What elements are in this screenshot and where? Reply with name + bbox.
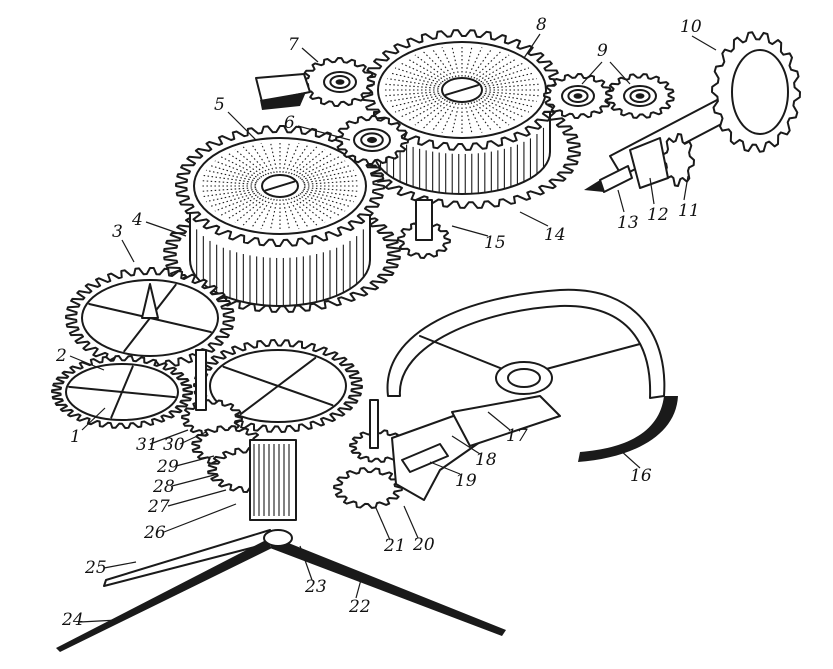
label-6: 6 xyxy=(284,113,295,133)
label-21: 21 xyxy=(383,536,406,556)
leader-8 xyxy=(523,33,541,59)
leader-19 xyxy=(429,461,461,475)
leader-25 xyxy=(103,561,137,569)
leader-16 xyxy=(619,449,641,469)
label-31: 31 xyxy=(136,435,158,455)
wheel-15 xyxy=(397,199,451,259)
leader-9b xyxy=(609,61,631,85)
label-25: 25 xyxy=(84,558,107,578)
movement-parts xyxy=(51,29,801,652)
label-12: 12 xyxy=(647,205,669,225)
leader-28 xyxy=(171,473,219,487)
wheels-9 xyxy=(543,73,675,119)
label-22: 22 xyxy=(348,597,371,617)
label-10: 10 xyxy=(680,17,702,37)
leader-30 xyxy=(179,431,207,445)
leader-18 xyxy=(451,435,481,455)
barrel-5 xyxy=(163,125,401,313)
leader-lines xyxy=(69,33,717,623)
leader-2 xyxy=(69,355,105,371)
wheel-1-2 xyxy=(51,355,193,429)
leader-3 xyxy=(121,239,135,263)
leader-7 xyxy=(301,47,319,63)
center-wheel xyxy=(181,339,363,521)
leader-1 xyxy=(81,407,106,431)
label-9: 9 xyxy=(597,41,608,61)
leader-12 xyxy=(649,177,655,205)
label-19: 19 xyxy=(455,471,477,491)
label-23: 23 xyxy=(304,577,327,597)
label-4: 4 xyxy=(131,210,143,230)
label-20: 20 xyxy=(412,535,435,555)
barrel-8 xyxy=(359,29,581,209)
leader-29 xyxy=(175,455,215,467)
leader-14 xyxy=(519,211,549,227)
label-5: 5 xyxy=(214,95,225,115)
label-27: 27 xyxy=(147,497,170,517)
leader-15 xyxy=(451,225,489,237)
label-14: 14 xyxy=(544,225,566,245)
leader-31 xyxy=(149,429,189,445)
leader-26 xyxy=(163,503,237,533)
leader-13 xyxy=(617,189,625,213)
label-11: 11 xyxy=(678,201,700,221)
label-3: 3 xyxy=(112,222,123,242)
label-17: 17 xyxy=(506,426,528,446)
label-28: 28 xyxy=(152,477,175,497)
wheel-3 xyxy=(65,267,235,369)
label-1: 1 xyxy=(70,427,81,447)
label-13: 13 xyxy=(617,213,639,233)
hands xyxy=(56,529,506,652)
label-2: 2 xyxy=(55,346,67,366)
label-24: 24 xyxy=(61,610,84,630)
leader-9a xyxy=(581,61,603,85)
winding-stem xyxy=(584,31,801,193)
label-15: 15 xyxy=(484,233,506,253)
label-26: 26 xyxy=(143,523,166,543)
leader-21 xyxy=(375,507,391,541)
leader-6 xyxy=(297,125,351,141)
leader-23 xyxy=(299,545,313,581)
wheel-7-click xyxy=(255,57,375,110)
leader-17 xyxy=(487,411,511,431)
leader-27 xyxy=(167,489,227,507)
leader-5 xyxy=(227,111,257,141)
leader-11 xyxy=(683,175,689,201)
leader-20 xyxy=(403,505,419,539)
label-30: 30 xyxy=(163,435,185,455)
label-8: 8 xyxy=(536,15,547,35)
label-7: 7 xyxy=(288,35,299,55)
wheel-6 xyxy=(335,115,409,165)
label-16: 16 xyxy=(630,466,652,486)
leader-10 xyxy=(691,35,717,51)
leader-4 xyxy=(145,221,187,237)
label-29: 29 xyxy=(156,457,179,477)
callout-labels: 1 2 3 4 5 6 7 8 9 10 11 12 13 14 15 16 1… xyxy=(55,15,702,630)
balance-wheel xyxy=(386,288,678,462)
label-18: 18 xyxy=(475,450,497,470)
leader-24 xyxy=(79,619,119,623)
leader-22 xyxy=(355,575,363,599)
